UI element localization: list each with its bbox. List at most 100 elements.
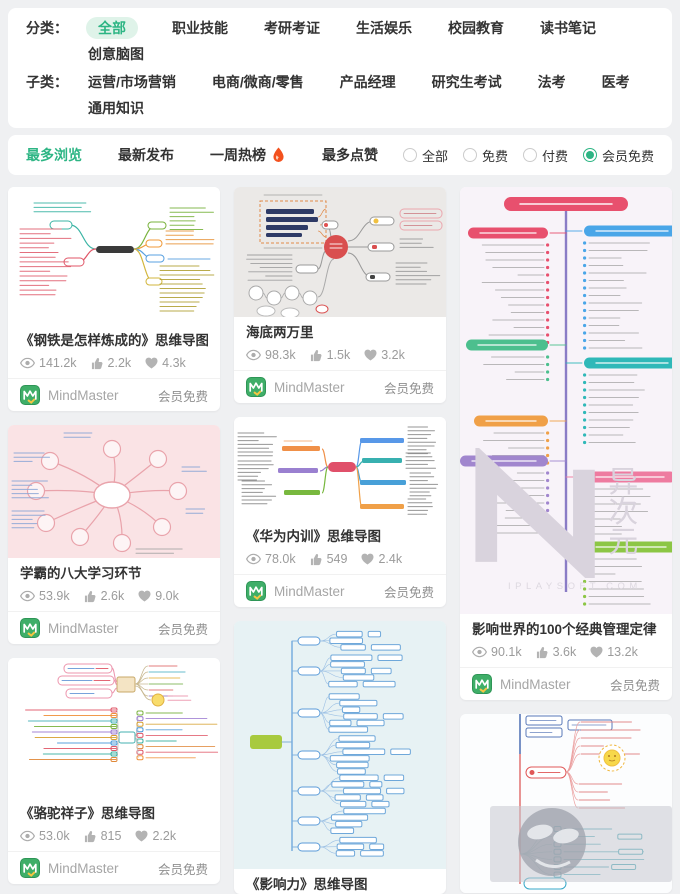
sort-tab[interactable]: 最多点赞 [322, 145, 378, 165]
template-card[interactable]: 《钢铁是怎样炼成的》思维导图 141.2k 2.2k 4.3k MindMast… [8, 187, 220, 411]
template-title[interactable]: 《钢铁是怎样炼成的》思维导图 [20, 333, 208, 348]
favorites-stat: 2.4k [361, 551, 402, 567]
template-stats: 141.2k 2.2k 4.3k [20, 355, 208, 378]
subcategory-row: 子类： 运营/市场营销电商/微商/零售产品经理研究生考试法考医考通用知识 [26, 71, 654, 119]
category-item[interactable]: 全部 [86, 17, 138, 39]
heart-icon [135, 830, 148, 842]
heart-icon [364, 349, 377, 361]
subcategory-item[interactable]: 通用知识 [88, 100, 144, 116]
template-thumbnail[interactable] [234, 417, 446, 521]
eye-icon [20, 590, 35, 602]
sort-tab[interactable]: 最多浏览 [26, 145, 82, 165]
likes-stat: 549 [310, 551, 348, 567]
template-thumbnail[interactable] [460, 714, 672, 893]
likes-stat: 2.6k [84, 588, 124, 604]
template-title[interactable]: 《影响力》思维导图 [246, 877, 368, 892]
views-stat: 141.2k [20, 355, 77, 371]
sort-tabs: 最多浏览 最新发布 一周热榜 最多点赞 [26, 145, 378, 165]
price-radio[interactable]: 会员免费 [582, 146, 654, 165]
template-thumbnail[interactable] [8, 425, 220, 558]
subcategory-item[interactable]: 运营/市场营销 [88, 74, 176, 90]
template-card[interactable]: 《影响力》思维导图 [234, 621, 446, 894]
template-thumbnail[interactable] [234, 187, 446, 317]
template-thumbnail[interactable] [234, 621, 446, 869]
template-card[interactable]: 学霸的八大学习环节 53.9k 2.6k 9.0k MindMaster 会员免 [8, 425, 220, 644]
favorites-stat: 4.3k [145, 355, 186, 371]
views-count: 98.3k [265, 348, 296, 362]
template-card[interactable]: 海底两万里 98.3k 1.5k 3.2k MindMaster 会员免费 [234, 187, 446, 403]
category-item[interactable]: 考研考证 [264, 20, 320, 36]
radio-dot-icon [462, 148, 477, 162]
favorites-stat: 9.0k [138, 588, 179, 604]
template-title[interactable]: 《华为内训》思维导图 [246, 529, 381, 544]
subcategory-item[interactable]: 医考 [601, 74, 630, 90]
template-thumbnail[interactable] [8, 187, 220, 325]
subcategory-item[interactable]: 法考 [537, 74, 566, 90]
template-stats: 90.1k 3.6k 13.2k [472, 644, 660, 667]
subcategory-item[interactable]: 电商/微商/零售 [211, 74, 304, 90]
template-title[interactable]: 影响世界的100个经典管理定律 [472, 622, 657, 637]
card-body: 《骆驼祥子》思维导图 53.0k 815 2.2k [8, 798, 220, 851]
price-radio-label: 付费 [541, 148, 568, 164]
flame-icon [273, 147, 284, 163]
thumb-up-icon [84, 590, 96, 602]
category-item[interactable]: 校园教育 [448, 20, 504, 36]
price-radio[interactable]: 付费 [522, 146, 568, 165]
thumb-up-icon [310, 349, 322, 361]
card-body: 海底两万里 98.3k 1.5k 3.2k [234, 317, 446, 370]
template-card[interactable] [460, 714, 672, 893]
sort-tab[interactable]: 最新发布 [118, 145, 174, 165]
author-name[interactable]: MindMaster [48, 620, 119, 636]
category-item[interactable]: 生活娱乐 [356, 20, 412, 36]
template-stats: 53.0k 815 2.2k [20, 828, 208, 851]
card-body: 学霸的八大学习环节 53.9k 2.6k 9.0k [8, 558, 220, 611]
template-thumbnail[interactable] [8, 658, 220, 798]
likes-stat: 815 [84, 828, 122, 844]
heart-icon [590, 646, 603, 658]
category-row: 分类： 全部职业技能考研考证生活娱乐校园教育读书笔记创意脑图 [26, 17, 654, 65]
price-radio[interactable]: 全部 [402, 146, 448, 165]
views-stat: 53.9k [20, 588, 70, 604]
price-filters: 全部免费 付费会员免费 [402, 146, 654, 165]
mindmaster-logo-icon [20, 858, 40, 878]
subcategory-item[interactable]: 产品经理 [339, 74, 396, 90]
template-card[interactable]: 《华为内训》思维导图 78.0k 549 2.4k MindMaster 会员免 [234, 417, 446, 607]
template-card[interactable]: 《骆驼祥子》思维导图 53.0k 815 2.2k MindMaster 会员免 [8, 658, 220, 884]
card-body: 影响世界的100个经典管理定律 90.1k 3.6k 13.2k [460, 614, 672, 667]
heart-icon [361, 553, 374, 565]
subcategory-item[interactable]: 研究生考试 [431, 74, 502, 90]
eye-icon [472, 646, 487, 658]
template-stats: 98.3k 1.5k 3.2k [246, 347, 434, 370]
likes-count: 549 [326, 552, 348, 566]
template-grid: 《钢铁是怎样炼成的》思维导图 141.2k 2.2k 4.3k MindMast… [0, 175, 680, 894]
category-item[interactable]: 读书笔记 [540, 20, 596, 36]
template-title[interactable]: 《骆驼祥子》思维导图 [20, 806, 155, 821]
author-name[interactable]: MindMaster [48, 387, 119, 403]
card-footer: MindMaster 会员免费 [234, 370, 446, 403]
views-stat: 98.3k [246, 347, 296, 363]
favorites-count: 4.3k [162, 356, 186, 370]
author-name[interactable]: MindMaster [500, 676, 571, 692]
likes-stat: 1.5k [310, 347, 350, 363]
favorites-count: 9.0k [155, 589, 179, 603]
mindmaster-logo-icon [20, 385, 40, 405]
price-radio[interactable]: 免费 [462, 146, 508, 165]
sort-tab[interactable]: 一周热榜 [210, 145, 286, 165]
template-title[interactable]: 海底两万里 [246, 325, 314, 340]
heart-icon [138, 590, 151, 602]
author-name[interactable]: MindMaster [274, 379, 345, 395]
author-name[interactable]: MindMaster [274, 583, 345, 599]
likes-stat: 3.6k [536, 644, 576, 660]
template-title[interactable]: 学霸的八大学习环节 [20, 566, 142, 581]
favorites-stat: 3.2k [364, 347, 405, 363]
category-item[interactable]: 职业技能 [172, 20, 228, 36]
favorites-count: 2.2k [152, 829, 177, 843]
likes-count: 815 [100, 829, 122, 843]
category-item[interactable]: 创意脑图 [88, 46, 144, 62]
price-radio-label: 全部 [421, 148, 448, 164]
price-badge: 会员免费 [609, 678, 660, 693]
eye-icon [20, 830, 35, 842]
card-footer: MindMaster 会员免费 [234, 574, 446, 607]
